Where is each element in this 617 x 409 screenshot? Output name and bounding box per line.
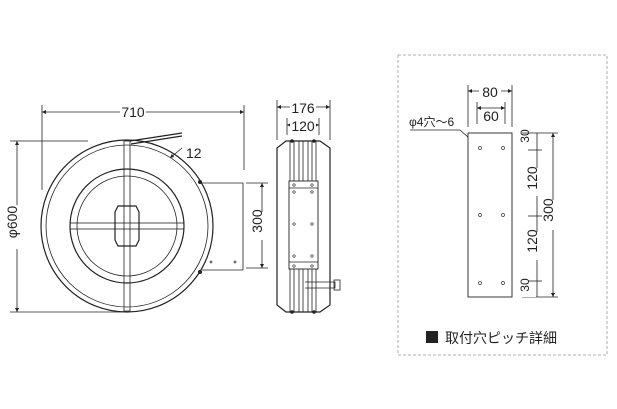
lower-pitch-dimension: 120 bbox=[524, 229, 540, 253]
front-view: 710 φ600 12 300 bbox=[4, 103, 272, 313]
top-margin-dimension: 30 bbox=[518, 129, 532, 143]
detail-caption: 取付穴ピッチ詳細 bbox=[445, 330, 557, 346]
caption-square-icon bbox=[426, 331, 438, 343]
inner-dimension: 120 bbox=[291, 118, 315, 134]
width-dimension: 710 bbox=[121, 104, 145, 120]
total-height-dimension: 300 bbox=[540, 198, 556, 222]
side-view: 176 120 bbox=[276, 99, 341, 314]
thickness-dimension: 12 bbox=[186, 145, 202, 161]
depth-dimension: 176 bbox=[291, 100, 315, 116]
hole-label: φ4穴〜6 bbox=[409, 114, 454, 129]
diameter-dimension: φ600 bbox=[4, 206, 20, 239]
plate-width-dimension: 80 bbox=[482, 84, 498, 100]
bracket-height-dimension: 300 bbox=[249, 209, 265, 233]
bottom-margin-dimension: 30 bbox=[518, 278, 532, 292]
upper-pitch-dimension: 120 bbox=[524, 166, 540, 190]
hole-pitch-dimension: 60 bbox=[483, 108, 499, 124]
mounting-hole-detail: 80 60 φ4穴〜6 30 120 300 120 30 取付穴ピッチ詳細 bbox=[397, 54, 608, 356]
